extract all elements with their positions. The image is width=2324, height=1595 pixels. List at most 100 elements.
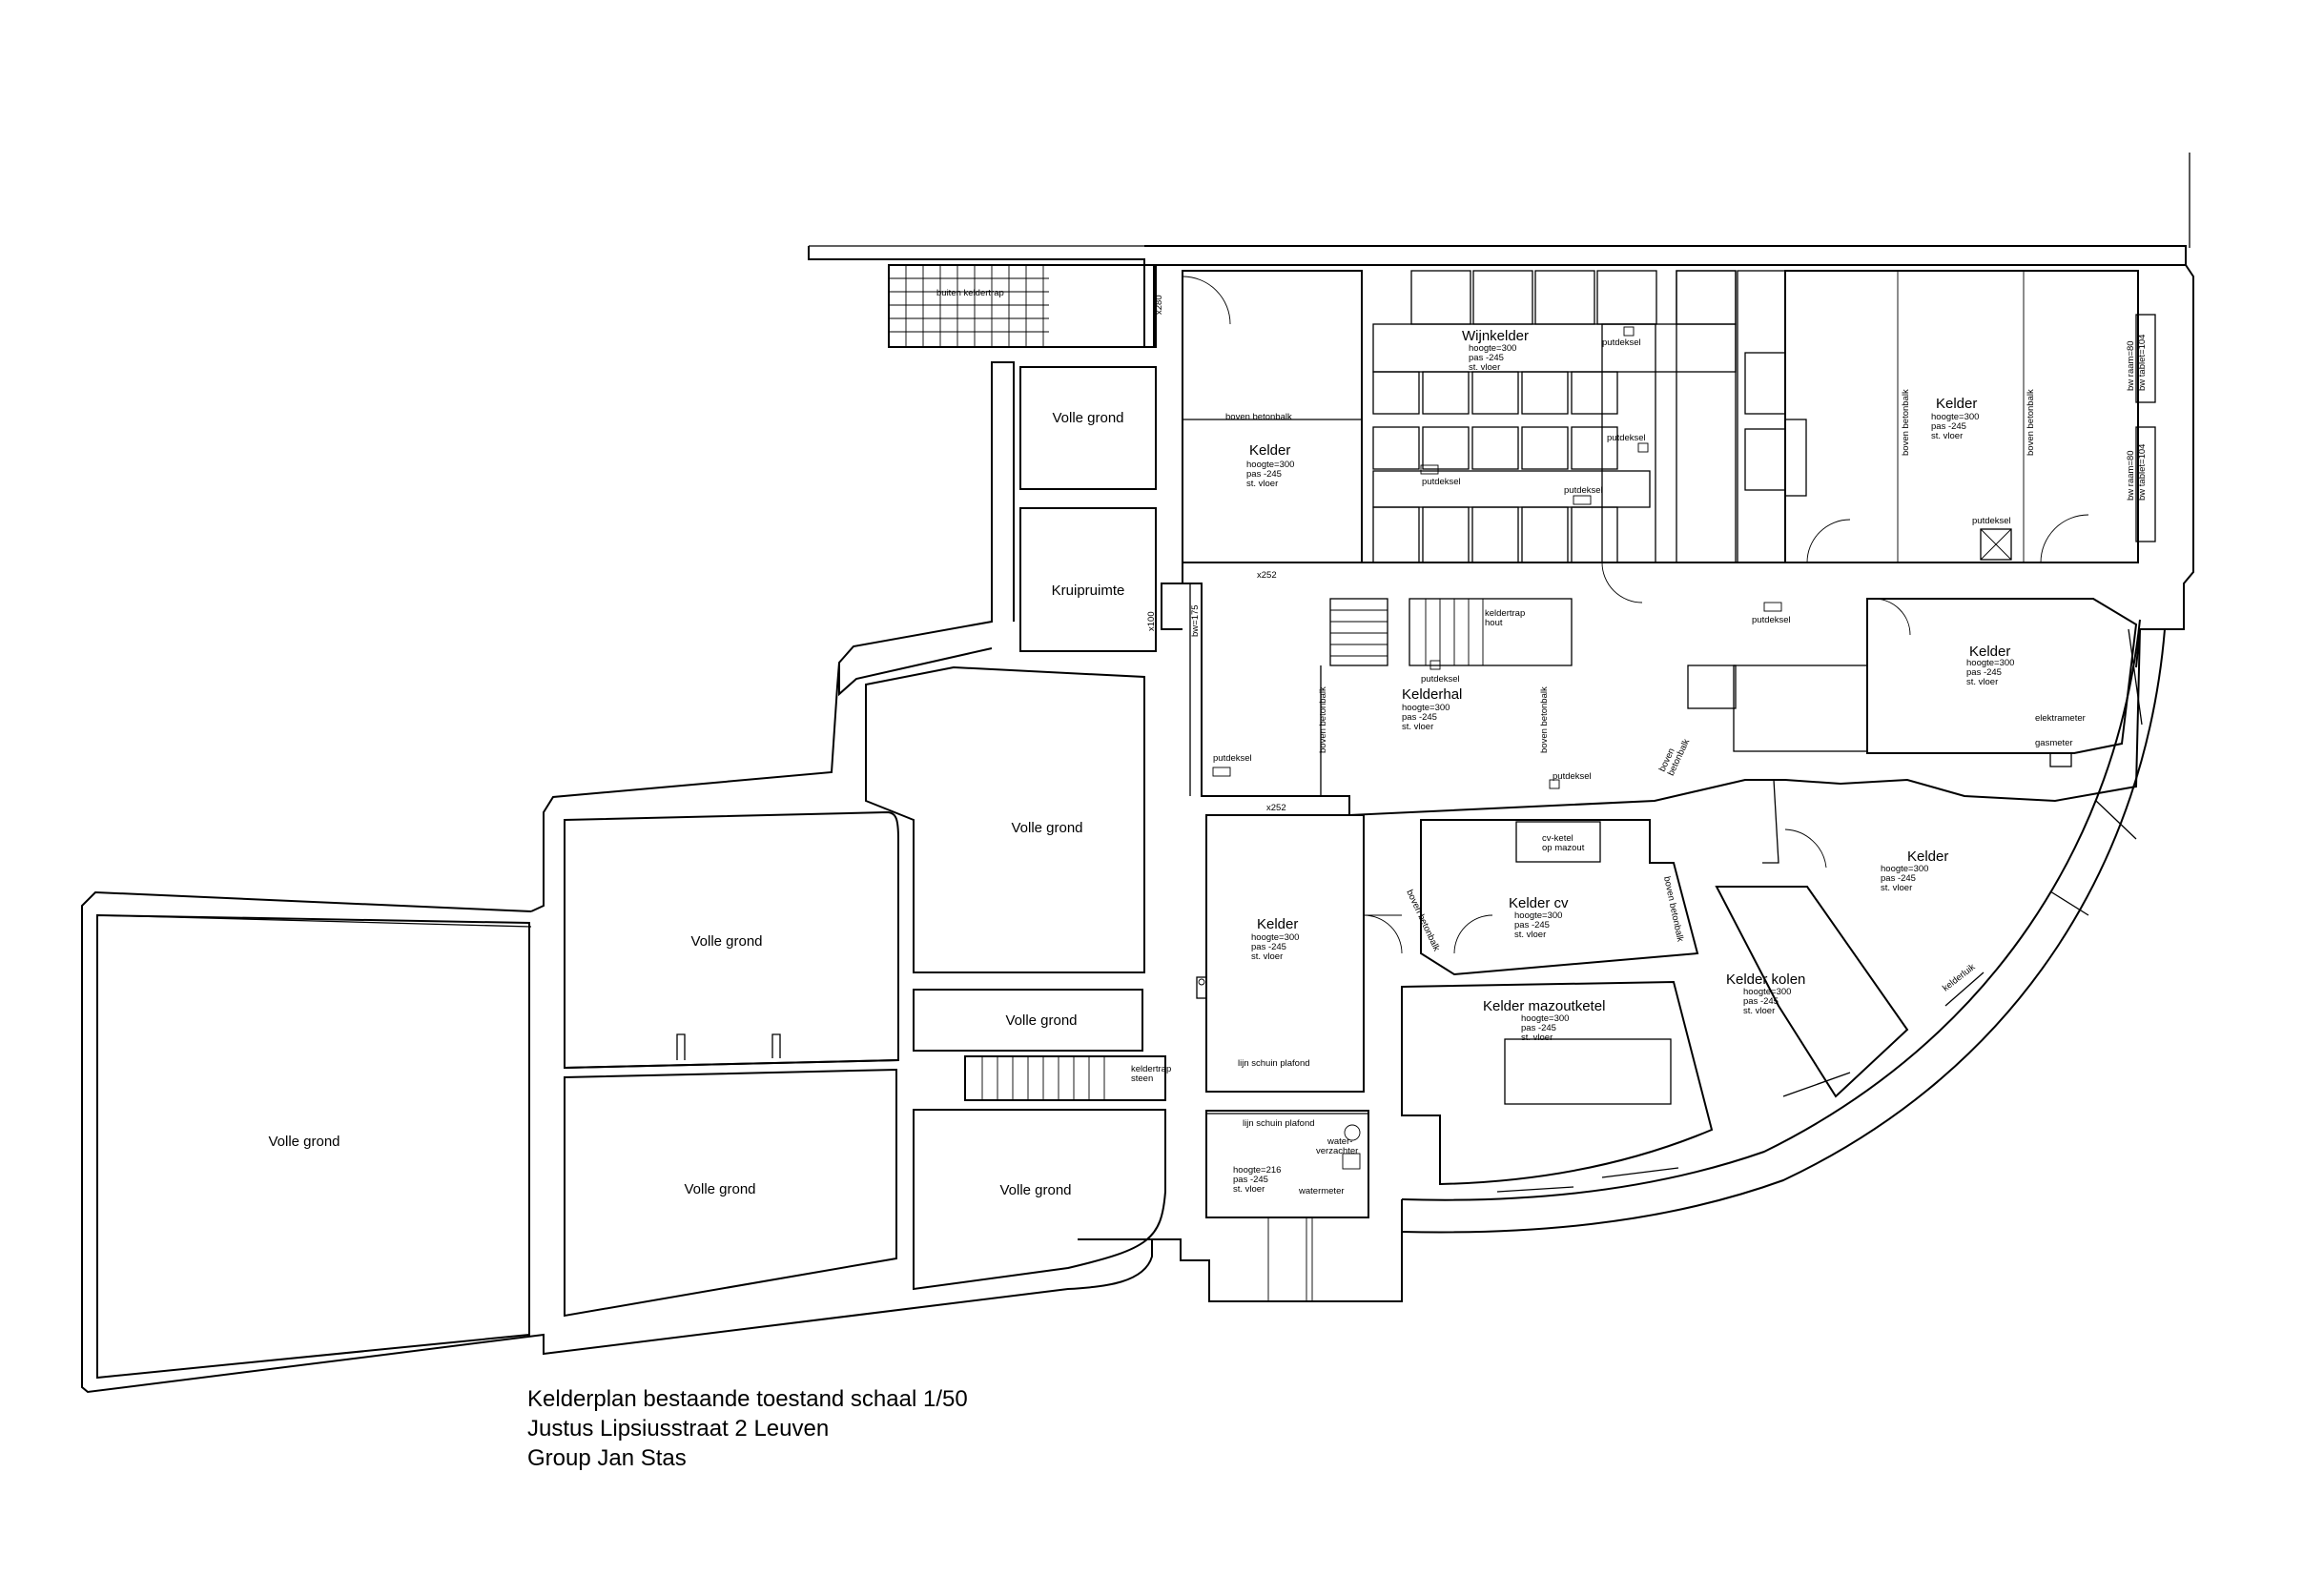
x280-label: x280 — [1154, 295, 1164, 315]
buiten-keldertrap-label: buiten keldertrap — [936, 288, 1004, 298]
kelder-1-h: hoogte=300 — [1246, 460, 1294, 470]
kelder-4-title: Kelder — [1257, 916, 1298, 932]
kelder-cv-h: hoogte=300 — [1514, 910, 1562, 921]
kelder-4-h: hoogte=300 — [1251, 932, 1299, 943]
solid-ground-blocks — [96, 366, 1166, 1380]
kelder-mazoutketel-pas: pas -245 — [1521, 1023, 1556, 1033]
outer-walls — [81, 153, 2194, 1394]
kelder-4-pas: pas -245 — [1251, 942, 1286, 952]
kelder-2-vloer: st. vloer — [1931, 431, 1963, 441]
kelderhal-title: Kelderhal — [1402, 686, 1462, 703]
kelder-2-h: hoogte=300 — [1931, 412, 1979, 422]
putdeksel-2: putdeksel — [1607, 433, 1646, 443]
kelderhal-pas: pas -245 — [1402, 712, 1437, 723]
bw-tablet-1: bw tablet=104 — [2137, 335, 2148, 391]
boven-betonbalk-1: boven betonbalk — [1225, 412, 1292, 422]
kelder-4-vloer: st. vloer — [1251, 951, 1283, 962]
kelder-5-pas: pas -245 — [1881, 873, 1916, 884]
waterverzachter-label: water-verzachter — [1316, 1136, 1358, 1156]
kruipruimte-label: Kruipruimte — [1052, 583, 1125, 599]
kelder-1-title: Kelder — [1249, 442, 1290, 459]
kelder-mazoutketel-h: hoogte=300 — [1521, 1013, 1569, 1024]
boven-betonbalk-4: boven betonbalk — [1318, 686, 1328, 753]
lijn-schuin-plafond-1: lijn schuin plafond — [1238, 1058, 1310, 1069]
volle-grond-7: Volle grond — [999, 1182, 1071, 1198]
lijn-schuin-plafond-2: lijn schuin plafond — [1243, 1118, 1315, 1129]
putdeksel-5: putdeksel — [1972, 516, 2011, 526]
title-block: Kelderplan bestaande toestand schaal 1/5… — [527, 1384, 968, 1473]
kelder-cv-pas: pas -245 — [1514, 920, 1550, 930]
boven-betonbalk-8: boven betonbalk — [1661, 875, 1685, 943]
kelderhal-vloer: st. vloer — [1402, 722, 1433, 732]
kelder-kolen-h: hoogte=300 — [1743, 987, 1791, 997]
putdeksel-7: putdeksel — [1213, 753, 1252, 764]
gasmeter-label: gasmeter — [2035, 738, 2073, 748]
kelder-5-vloer: st. vloer — [1881, 883, 1912, 893]
kelder-mazoutketel-vloer: st. vloer — [1521, 1033, 1553, 1043]
wijnkelder-title: Wijnkelder — [1462, 328, 1529, 344]
boven-betonbalk-6: bovenbetonbalk — [1657, 733, 1693, 777]
volle-grond-1: Volle grond — [1052, 410, 1123, 426]
elektrameter-label: elektrameter — [2035, 713, 2086, 724]
bw175-label: bw=175 — [1190, 604, 1201, 637]
kelder-1-vloer: st. vloer — [1246, 479, 1278, 489]
volle-grond-6: Volle grond — [684, 1181, 755, 1197]
kelder-2-pas: pas -245 — [1931, 421, 1966, 432]
x252-1: x252 — [1257, 570, 1277, 581]
kelder-3-title: Kelder — [1969, 644, 2010, 660]
kelder-kolen-pas: pas -245 — [1743, 996, 1779, 1007]
title-line-1: Kelderplan bestaande toestand schaal 1/5… — [527, 1386, 968, 1412]
kelder-5-h: hoogte=300 — [1881, 864, 1928, 874]
volle-grond-4: Volle grond — [1005, 1012, 1077, 1029]
kelder-3-h: hoogte=300 — [1966, 658, 2014, 668]
drain-covers — [1212, 326, 1782, 789]
kelder-cv-title: Kelder cv — [1509, 895, 1569, 911]
water-room-pas: pas -245 — [1233, 1175, 1268, 1185]
putdeksel-8: putdeksel — [1553, 771, 1592, 782]
x252-2: x252 — [1266, 803, 1286, 813]
title-line-3: Group Jan Stas — [527, 1445, 687, 1471]
kelder-3-vloer: st. vloer — [1966, 677, 1998, 687]
kelderluik-label: kelderluik — [1941, 962, 1978, 994]
boven-betonbalk-2: boven betonbalk — [1901, 389, 1911, 456]
water-room-vloer: st. vloer — [1233, 1184, 1265, 1195]
bw-raam-2: bw raam=80 — [2126, 450, 2136, 501]
watermeter-label: watermeter — [1298, 1186, 1345, 1196]
wijnkelder-h: hoogte=300 — [1469, 343, 1516, 354]
boven-betonbalk-7: boven betonbalk — [1404, 889, 1442, 953]
kelder-1-pas: pas -245 — [1246, 469, 1282, 480]
bw-tablet-2: bw tablet=104 — [2137, 444, 2148, 501]
boven-betonbalk-5: boven betonbalk — [1539, 686, 1550, 753]
putdeksel-4: putdeksel — [1564, 485, 1603, 496]
kelder-3-pas: pas -245 — [1966, 667, 2002, 678]
putdeksel-9: putdeksel — [1752, 615, 1791, 625]
kelder-2-title: Kelder — [1936, 396, 1977, 412]
bw-raam-1: bw raam=80 — [2126, 340, 2136, 391]
putdeksel-3: putdeksel — [1422, 477, 1461, 487]
wine-cellar-cells — [1372, 270, 1786, 603]
kelder-5-title: Kelder — [1907, 849, 1948, 865]
kelder-cv-vloer: st. vloer — [1514, 930, 1546, 940]
kelder-kolen-title: Kelder kolen — [1726, 971, 1805, 988]
putdeksel-1: putdeksel — [1602, 337, 1641, 348]
facade-windows — [1496, 628, 2143, 1193]
x100-label: x100 — [1146, 611, 1157, 631]
wijnkelder-pas: pas -245 — [1469, 353, 1504, 363]
kelder-mazoutketel-title: Kelder mazoutketel — [1483, 998, 1605, 1014]
wijnkelder-vloer: st. vloer — [1469, 362, 1500, 373]
outer-stair: buiten keldertrap x280 — [888, 264, 1231, 348]
boven-betonbalk-3: boven betonbalk — [2026, 389, 2036, 456]
putdeksel-6: putdeksel — [1421, 674, 1460, 685]
water-room-h: hoogte=216 — [1233, 1165, 1281, 1176]
kelderhal-h: hoogte=300 — [1402, 703, 1450, 713]
right-top-room — [1687, 270, 2156, 767]
kelder-kolen-vloer: st. vloer — [1743, 1006, 1775, 1016]
volle-grond-3: Volle grond — [690, 933, 762, 950]
title-line-2: Justus Lipsiusstraat 2 Leuven — [527, 1416, 830, 1442]
